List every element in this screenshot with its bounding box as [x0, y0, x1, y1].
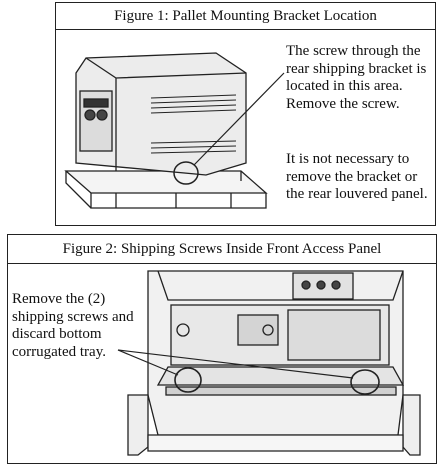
figure-1-bracket-note: It is not necessary to remove the bracke…: [286, 151, 428, 202]
front-access-panel-illustration: [117, 270, 421, 456]
figure-2-frame: Figure 2: Shipping Screws Inside Front A…: [7, 234, 437, 464]
figure-1-title: Figure 1: Pallet Mounting Bracket Locati…: [56, 3, 435, 30]
generator-on-pallet-illustration: [64, 52, 285, 209]
figure-1-screw-note: The screw through the rear shipping brac…: [286, 43, 427, 112]
figure-1-frame: Figure 1: Pallet Mounting Bracket Locati…: [55, 2, 436, 226]
figure-2-title: Figure 2: Shipping Screws Inside Front A…: [8, 235, 436, 264]
figure-2-note: Remove the (2) shipping screws and disca…: [12, 291, 134, 360]
